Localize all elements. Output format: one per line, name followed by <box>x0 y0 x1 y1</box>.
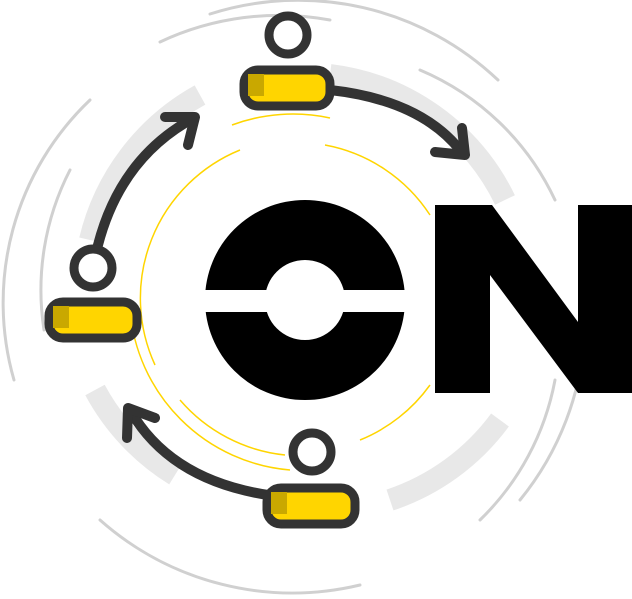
thick-gray-arcs <box>79 64 515 511</box>
yellow-rings <box>129 113 431 471</box>
cycle-arrow-icon <box>93 85 470 500</box>
person-icon <box>239 11 335 111</box>
person-icon <box>44 244 142 343</box>
logo-letter-n <box>435 205 632 393</box>
person-icon <box>262 428 360 529</box>
outer-gray-arcs <box>1 0 587 595</box>
logo-letter-o <box>200 199 410 401</box>
